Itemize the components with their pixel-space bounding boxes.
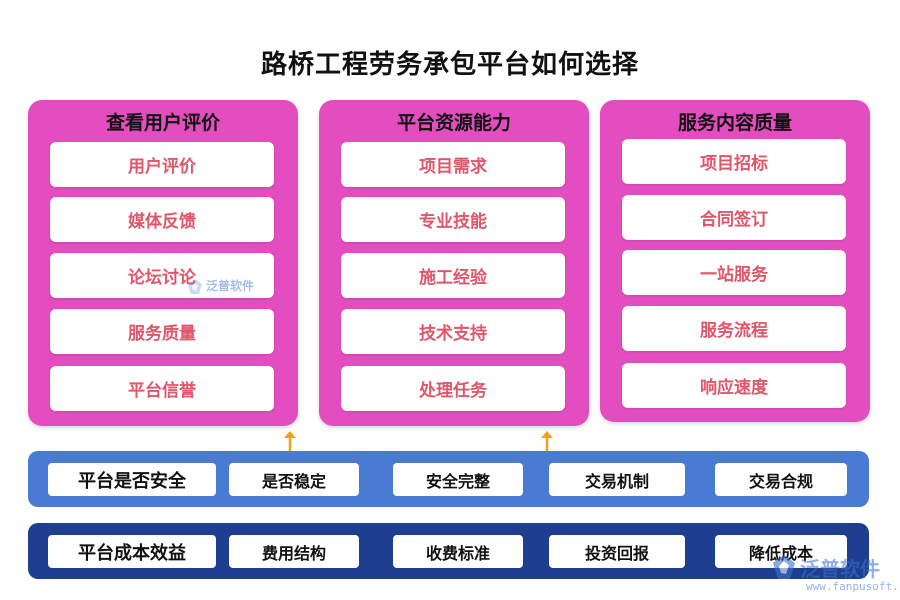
panel-user-reviews: 查看用户评价 用户评价 媒体反馈 论坛讨论 服务质量 平台信誉 [28, 100, 298, 426]
corner-watermark: 泛普软件 www.fanpusoft.com [770, 553, 900, 597]
panel-item: 施工经验 [341, 253, 565, 298]
fanpu-logo-icon [188, 279, 202, 294]
watermark-brand: 泛普软件 [800, 557, 880, 581]
panel-item: 服务质量 [50, 309, 274, 354]
page-title: 路桥工程劳务承包平台如何选择 [260, 50, 639, 80]
panel-item: 项目需求 [341, 142, 565, 187]
bar-item: 是否稳定 [229, 463, 359, 496]
bar-item: 交易机制 [549, 463, 685, 496]
watermark-text: 泛普软件 [206, 279, 255, 293]
fanpu-logo-icon [773, 555, 795, 579]
panel-item: 项目招标 [622, 139, 846, 184]
panel-item: 论坛讨论 [50, 253, 274, 298]
panel-item: 合同签订 [622, 195, 846, 240]
bar-security: 平台是否安全 是否稳定 安全完整 交易机制 交易合规 [28, 451, 869, 507]
panel-title: 平台资源能力 [396, 112, 511, 134]
panel-item: 响应速度 [622, 363, 846, 408]
panel-title: 服务内容质量 [677, 112, 792, 134]
bar-head: 平台成本效益 [48, 535, 216, 568]
panel-item: 技术支持 [341, 309, 565, 354]
bar-head: 平台是否安全 [48, 463, 216, 496]
bar-item: 投资回报 [549, 535, 685, 568]
bar-item: 安全完整 [393, 463, 523, 496]
bar-item: 费用结构 [229, 535, 359, 568]
panel-item: 媒体反馈 [50, 197, 274, 242]
panel-service-quality: 服务内容质量 项目招标 合同签订 一站服务 服务流程 响应速度 [600, 100, 870, 422]
panel-item: 处理任务 [341, 366, 565, 411]
panel-platform-resources: 平台资源能力 项目需求 专业技能 施工经验 技术支持 处理任务 [319, 100, 589, 426]
panel-item: 一站服务 [622, 250, 846, 295]
panel-item: 用户评价 [50, 142, 274, 187]
panel-item: 专业技能 [341, 197, 565, 242]
panel-item: 服务流程 [622, 306, 846, 351]
panel-item: 平台信誉 [50, 366, 274, 411]
watermark-url: www.fanpusoft.com [806, 580, 900, 593]
panel-title: 查看用户评价 [105, 112, 220, 134]
watermark: 泛普软件 [186, 276, 276, 298]
bar-cost-benefit: 平台成本效益 费用结构 收费标准 投资回报 降低成本 [28, 523, 869, 579]
bar-item: 收费标准 [393, 535, 523, 568]
bar-item: 交易合规 [715, 463, 847, 496]
